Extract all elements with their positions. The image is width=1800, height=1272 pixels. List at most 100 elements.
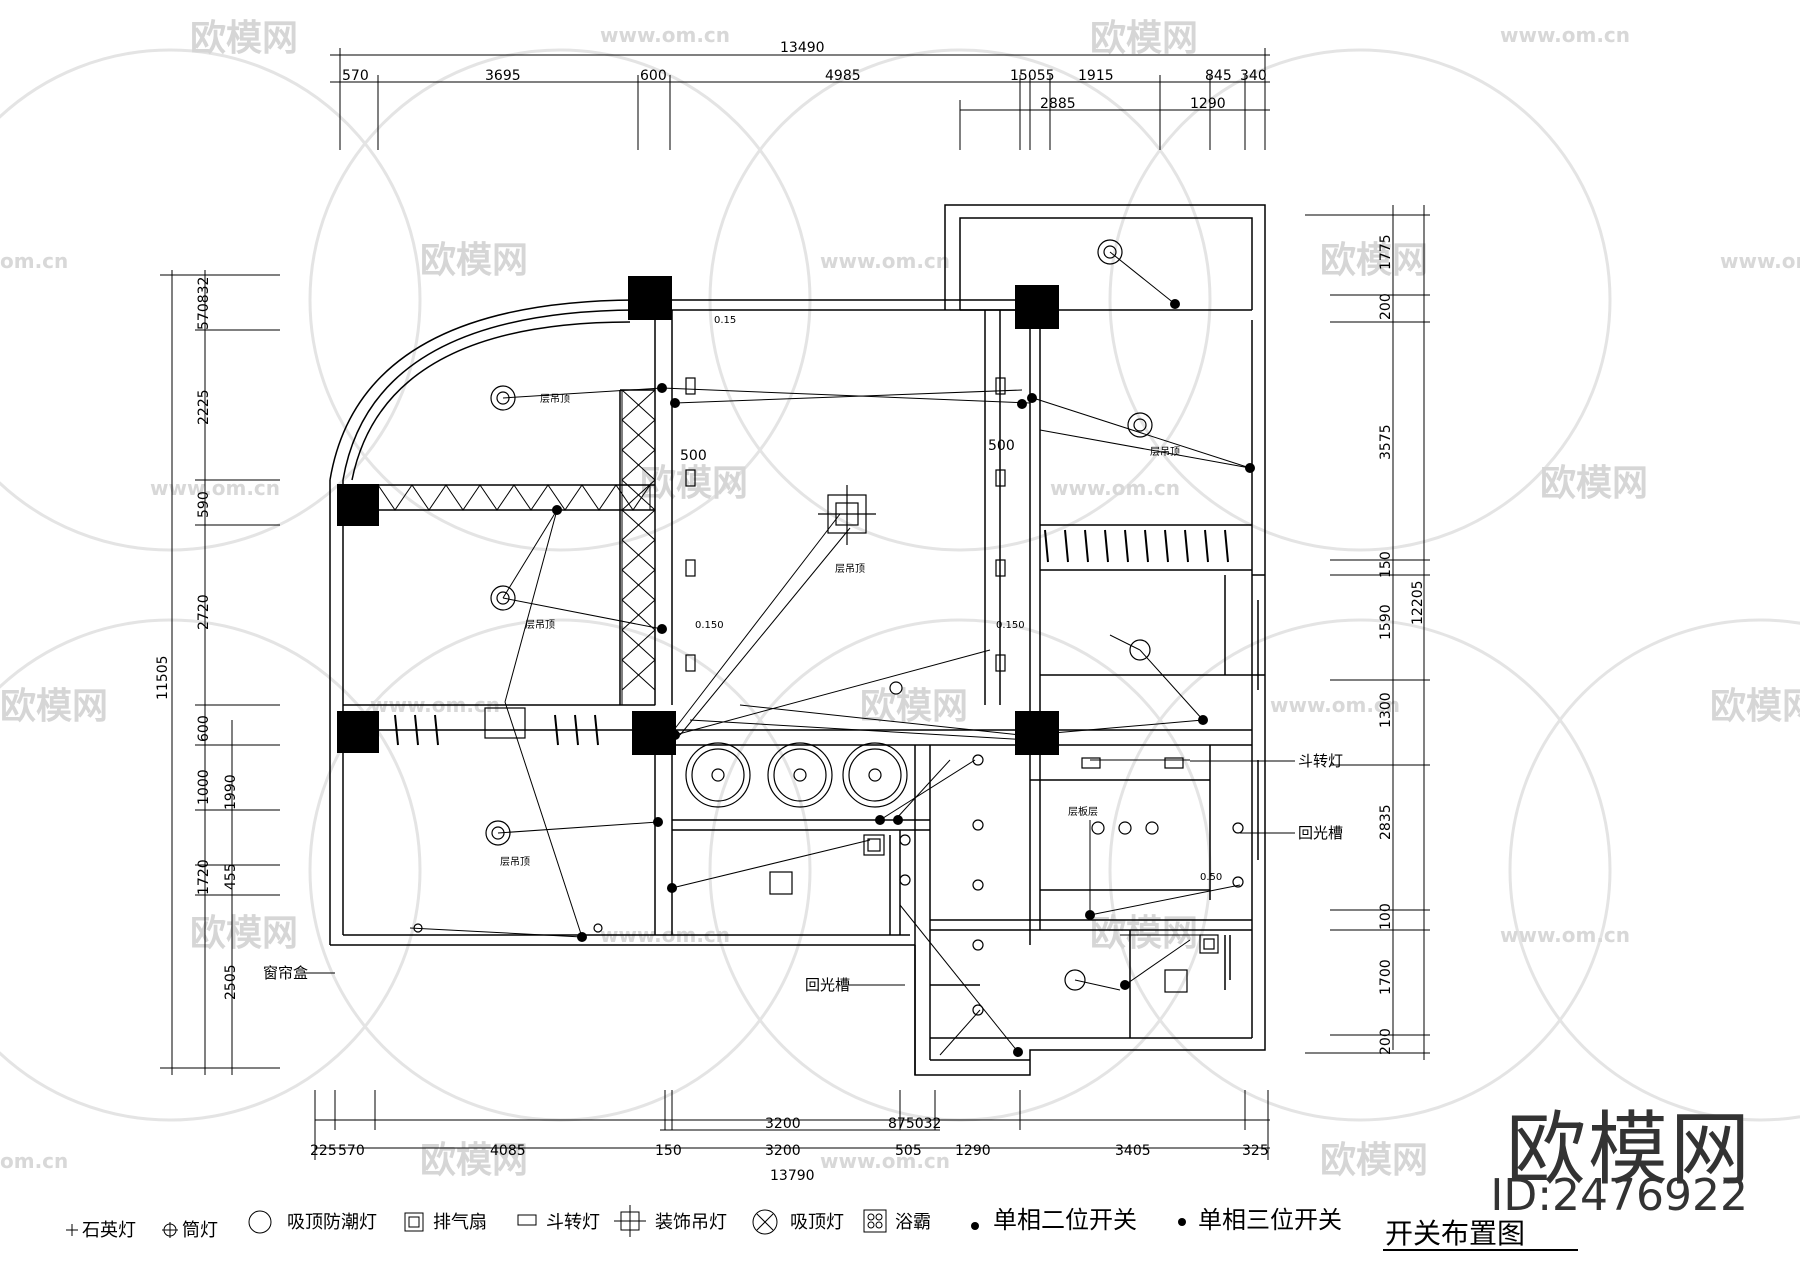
single-phase-two-way-switch-icon [1245,463,1255,473]
downlight-icon [685,559,696,577]
dim-500-label: 500 [988,438,1015,454]
decorative-pendant-icon [842,742,908,808]
watermark-logo: 欧模网 [1540,463,1648,504]
top-dim: 1915 [1078,68,1114,84]
legend-label: 单相三位开关 [1198,1206,1342,1234]
watermark-logo: 欧模网 [190,18,298,59]
single-phase-two-way-switch-icon [552,505,562,515]
legend-label: 排气扇 [433,1212,487,1233]
bottom-dim: 3405 [1115,1143,1151,1159]
right-dim: 1700 [1378,959,1394,995]
quartz-lamp-icon [899,874,911,886]
ceiling-label: 层板层 [1068,805,1098,818]
right-dimensions [1305,205,1430,1060]
left-dim: 1990 [223,774,239,810]
ceiling-moisture-lamp-icon [1129,639,1151,661]
top-dimension-labels: 13490 570 3695 600 4985 15055 1915 845 3… [342,40,1267,112]
quartz-lamp-icon [593,923,603,933]
quartz-lamp-icon [1232,876,1244,888]
top-dim: 2885 [1040,96,1076,112]
ceiling-moisture-lamp-icon [490,385,516,411]
top-dim: 15055 [1010,68,1055,84]
bottom-dim: 570 [338,1143,365,1159]
ceiling-moisture-lamp-icon [490,585,516,611]
legend-label: 装饰吊灯 [655,1212,727,1233]
decorative-pendant-icon [767,742,833,808]
bottom-dim: 875032 [888,1116,941,1132]
top-dim: 845 [1205,68,1232,84]
wardrobe-hangers [394,529,1229,746]
downlight-icon [1118,821,1132,835]
downlight-icon [995,377,1006,395]
left-dim: 1720 [196,859,212,895]
ceiling-moisture-lamp-icon [1064,969,1086,991]
quartz-lamp-icon [972,819,984,831]
ceiling-moisture-lamp-icon [1097,239,1123,265]
exhaust-fan-icon [1199,934,1219,954]
watermark-logo: 欧模网 [420,1140,528,1181]
legend-label: 筒灯 [182,1220,218,1241]
top-dim: 4985 [825,68,861,84]
right-total-dim: 12205 [1410,580,1426,625]
left-dim: 1000 [196,769,212,805]
quartz-lamp-icon [66,1224,78,1236]
watermark-id: ID:2476922 [1490,1170,1748,1221]
bottom-dimensions [314,1090,1270,1160]
top-dim: 1290 [1190,96,1226,112]
watermark-logo: 欧模网 [1320,240,1428,281]
exhaust-fan-icon [863,834,885,856]
watermark-url: om.cn [0,249,68,273]
single-phase-three-way-switch-icon [1178,1218,1186,1226]
right-dim: 150 [1378,551,1394,578]
right-dim: 2835 [1378,804,1394,840]
top-dimensions [330,48,1270,150]
column [337,711,379,753]
ceiling-label: 层吊顶 [525,619,555,631]
legend-label: 吸顶灯 [790,1212,844,1233]
switches [552,299,1255,1057]
right-dim: 1300 [1378,692,1394,728]
level-label: 0.15 [714,315,736,326]
single-phase-three-way-switch-icon [670,398,680,408]
ceiling-lamp-icon [484,707,526,739]
watermark-logo: 欧模网 [640,463,748,504]
bottom-total-dim: 13790 [770,1168,815,1184]
watermark-url: www.om.cn [1500,923,1630,947]
single-phase-two-way-switch-icon [1198,715,1208,725]
downlight-icon [889,681,903,695]
watermark-url: www.om.cn [600,23,730,47]
right-dim: 1590 [1378,604,1394,640]
bottom-dim: 505 [895,1143,922,1159]
bottom-dim: 1290 [955,1143,991,1159]
legend-label: 斗转灯 [546,1212,600,1233]
left-total-dim: 11505 [155,655,171,700]
quartz-lamp-icon [972,939,984,951]
legend: 石英灯 筒灯 吸顶防潮灯 排气扇 斗转灯 装饰吊灯 吸顶灯 浴霸 单相二位开关 … [66,1205,1578,1251]
single-phase-three-way-switch-icon [670,730,680,740]
quartz-lamp-icon [972,754,984,766]
column [337,484,379,526]
watermark-logo: 欧模网 [190,913,298,954]
left-dim: 590 [196,491,212,518]
quartz-lamp-icon [972,1004,984,1016]
downlight-icon [1091,821,1105,835]
downlight-icon [995,469,1006,487]
watermark-brand: 欧模网 [1506,1103,1752,1196]
watermark-url: www.om.cn [1720,249,1800,273]
dim-500-label: 500 [680,448,707,464]
bottom-dim: 150 [655,1143,682,1159]
top-dim: 3695 [485,68,521,84]
watermark-url: www.om.cn [820,249,950,273]
top-total-dim: 13490 [780,40,825,56]
left-dim: 2225 [196,389,212,425]
single-phase-two-way-switch-icon [657,624,667,634]
bottom-dimension-labels: 225 570 4085 150 3200 505 1290 3405 325 … [310,1116,1269,1184]
single-phase-two-way-switch-icon [1085,910,1095,920]
downlight-icon [685,469,696,487]
watermark-logo: 欧模网 [1710,686,1800,727]
bath-heater-icon [1164,969,1188,993]
single-phase-three-way-switch-icon [1015,730,1025,740]
light-fixtures [413,239,1244,1016]
level-label: 0.50 [1200,872,1222,883]
bath-heater-icon [769,871,793,895]
